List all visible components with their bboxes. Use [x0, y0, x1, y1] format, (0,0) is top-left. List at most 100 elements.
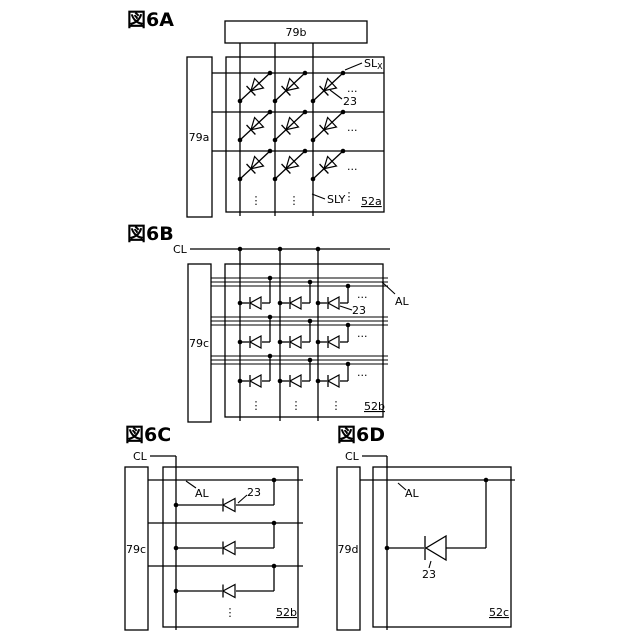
figure-6a-title: 図6A	[127, 9, 174, 31]
panel-52a-label: 52a	[361, 195, 382, 208]
cl-label-6d: CL	[345, 450, 360, 463]
figure-6b-title: 図6B	[127, 223, 174, 245]
panel-52c-label: 52c	[489, 606, 509, 619]
slx-leader	[345, 63, 362, 70]
fig6a-cell-r2-c1-node-col	[238, 138, 243, 143]
panel-52b-outline-6c	[163, 467, 298, 627]
fig6b-cell-r1-c3-node-cl	[316, 301, 321, 306]
fig6b-cell-r1-c2-diode	[290, 297, 301, 309]
fig6c-row2-node-cl	[174, 546, 179, 551]
ellipsis-h-6a-3: ...	[347, 160, 358, 173]
row-driver-label: 79a	[189, 131, 210, 144]
fig6b-cell-r2-c1-diode	[250, 336, 261, 348]
fig6a-cell-r1-c2-node-col	[273, 99, 278, 104]
fig6a-cell-r2-c3-node-row	[341, 110, 346, 115]
fig6a-cell-r3-c3-node-col	[311, 177, 316, 182]
ellipsis-h-6a-1: ...	[347, 82, 358, 95]
panel-52b-outline-6b	[225, 264, 383, 417]
fig6a-cell-r1-c3-node-row	[341, 71, 346, 76]
slx-label: SLX	[364, 57, 383, 71]
element-23-leader-6d	[429, 561, 431, 568]
panel-52b-label-6c: 52b	[276, 606, 297, 619]
fig6b-cell-r2-c3-node-cl	[316, 340, 321, 345]
ellipsis-v-6a-2: ⋮	[289, 194, 300, 207]
fig6b-cell-r2-c2-node-cl	[278, 340, 283, 345]
ellipsis-v-6a-3: ⋮	[344, 190, 355, 203]
figure-6c: 図6C CL 79c AL 23 ⋮ 52b	[125, 424, 303, 630]
fig6b-cell-r1-c3-diode	[328, 297, 339, 309]
fig6a-cell-r1-c1-node-col	[238, 99, 243, 104]
fig6b-cell-r2-c1-node-cl	[238, 340, 243, 345]
fig6a-cell-r1-c1-node-row	[268, 71, 273, 76]
fig6c-row2-diode	[223, 542, 235, 555]
figure-6d: 図6D CL 79d AL 23 52c	[337, 424, 515, 630]
ellipsis-v-6b-2: ⋮	[291, 399, 302, 412]
figure-6c-title: 図6C	[125, 424, 171, 446]
fig6c-row1-diode	[223, 499, 235, 512]
fig6b-cell-r2-c2-diode	[290, 336, 301, 348]
figure-6a: 図6A 79b 79a SLX 23 SLY 52a ... ... ... ⋮…	[127, 9, 384, 217]
fig6b-cell-r1-c2-node-cl	[278, 301, 283, 306]
figure-6d-title: 図6D	[337, 424, 385, 446]
fig6a-cell-r2-c2-node-col	[273, 138, 278, 143]
cl-node-2	[278, 247, 283, 252]
panel-52c-outline	[373, 467, 511, 627]
fig6a-cell-r3-c3-wire	[313, 151, 343, 179]
fig6b-cell-r3-c2-diode	[290, 375, 301, 387]
diode-23-6d	[426, 536, 446, 560]
cl-label-6c: CL	[133, 450, 148, 463]
element-23-leader-6b	[340, 306, 352, 310]
driver-label-6b: 79c	[189, 337, 209, 350]
figure-6b: 図6B CL 79c AL 23 52b ... ... ... ⋮ ⋮ ⋮	[127, 223, 410, 422]
fig6b-cell-r3-c2-node-cl	[278, 379, 283, 384]
fig6a-diode-cells	[238, 71, 346, 182]
sly-leader	[312, 194, 325, 199]
element-23-label-6a: 23	[343, 95, 357, 108]
fig6a-cell-r3-c2-node-row	[303, 149, 308, 154]
fig6c-row1-node-cl	[174, 503, 179, 508]
column-driver-label: 79b	[286, 26, 307, 39]
ellipsis-v-6c: ⋮	[225, 606, 236, 619]
al-label-6b: AL	[395, 295, 410, 308]
fig6a-cell-r3-c2-node-col	[273, 177, 278, 182]
fig6a-cell-r2-c1-node-row	[268, 110, 273, 115]
ellipsis-v-6a-1: ⋮	[251, 194, 262, 207]
fig6b-cell-r2-c3-diode	[328, 336, 339, 348]
fig6a-cell-r3-c1-node-col	[238, 177, 243, 182]
fig6a-cell-r1-c1-wire	[240, 73, 270, 101]
ellipsis-h-6b-2: ...	[357, 327, 368, 340]
fig6b-cell-r3-c3-diode	[328, 375, 339, 387]
cl-node-3	[316, 247, 321, 252]
fig6a-cell-r3-c2-wire	[275, 151, 305, 179]
cl-node-1	[238, 247, 243, 252]
fig6a-cell-r2-c2-wire	[275, 112, 305, 140]
element-23-label-6d: 23	[422, 568, 436, 581]
fig6a-cell-r2-c3-wire	[313, 112, 343, 140]
panel-52b-label-6b: 52b	[364, 400, 385, 413]
fig6c-row3-diode	[223, 585, 235, 598]
fig6c-row3-node-cl	[174, 589, 179, 594]
fig6b-cell-r1-c1-node-cl	[238, 301, 243, 306]
fig6a-cell-r2-c2-node-row	[303, 110, 308, 115]
panel-52a-outline	[226, 57, 384, 212]
fig6b-cell-r3-c3-node-cl	[316, 379, 321, 384]
element-23-leader-6c	[238, 495, 247, 503]
element-23-leader-6a	[330, 90, 342, 99]
fig6a-cell-r1-c2-wire	[275, 73, 305, 101]
driver-label-6d: 79d	[338, 543, 359, 556]
ellipsis-h-6b-1: ...	[357, 288, 368, 301]
al-label-6c: AL	[195, 487, 210, 500]
fig6a-cell-r3-c3-node-row	[341, 149, 346, 154]
ellipsis-h-6a-2: ...	[347, 121, 358, 134]
fig6a-cell-r2-c1-wire	[240, 112, 270, 140]
al-leader-6b	[382, 282, 395, 294]
fig6a-cell-r3-c1-wire	[240, 151, 270, 179]
driver-label-6c: 79c	[126, 543, 146, 556]
element-23-label-6c: 23	[247, 486, 261, 499]
fig6a-cell-r1-c3-node-col	[311, 99, 316, 104]
fig6b-cell-r3-c1-node-cl	[238, 379, 243, 384]
fig6a-cell-r1-c2-node-row	[303, 71, 308, 76]
ellipsis-v-6b-1: ⋮	[251, 399, 262, 412]
fig6c-diode-rows	[148, 478, 303, 598]
